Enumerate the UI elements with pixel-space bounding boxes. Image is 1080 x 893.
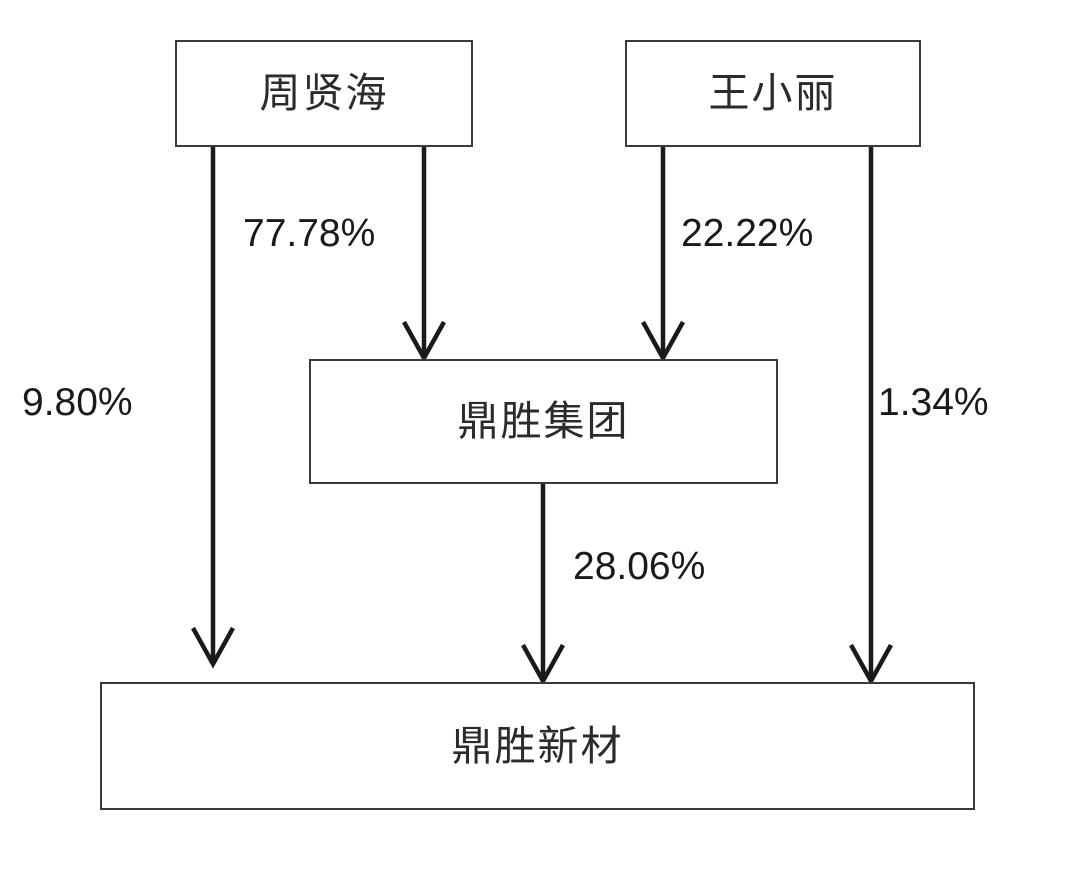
connector-group-to-target bbox=[521, 484, 565, 686]
edge-label-group-to-target: 28.06% bbox=[573, 545, 706, 588]
connector-zhou-to-group bbox=[402, 147, 446, 363]
edge-label-zhou-to-target: 9.80% bbox=[22, 381, 133, 424]
edge-label-zhou-to-group: 77.78% bbox=[243, 212, 376, 255]
connector-zhou-to-target bbox=[191, 147, 235, 669]
connector-wang-to-target bbox=[849, 147, 893, 686]
node-label: 周贤海 bbox=[259, 69, 389, 117]
connector-wang-to-group bbox=[641, 147, 685, 363]
edge-label-wang-to-target: 1.34% bbox=[878, 381, 989, 424]
node-zhou-xianhai[interactable]: 周贤海 bbox=[175, 40, 473, 147]
node-wang-xiaoli[interactable]: 王小丽 bbox=[625, 40, 921, 147]
node-label: 鼎胜集团 bbox=[457, 397, 630, 445]
node-dingsheng-xincai[interactable]: 鼎胜新材 bbox=[100, 682, 975, 810]
edge-label-wang-to-group: 22.22% bbox=[681, 212, 814, 255]
node-label: 鼎胜新材 bbox=[451, 721, 624, 770]
node-label: 王小丽 bbox=[708, 69, 838, 117]
node-dingsheng-group[interactable]: 鼎胜集团 bbox=[309, 359, 778, 484]
